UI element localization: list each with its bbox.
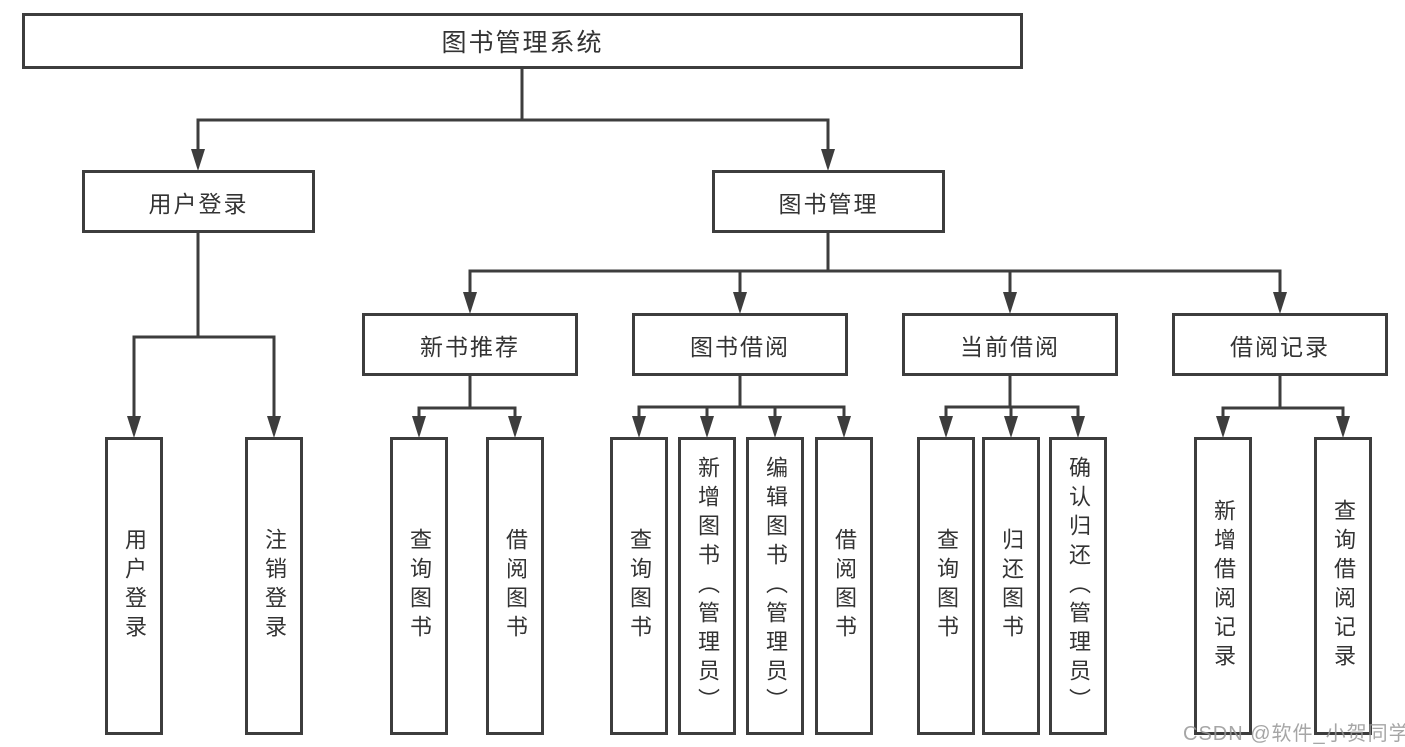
node-label: 用户登录 xyxy=(148,190,249,217)
leaf-query-borrow-record: 查询借阅记录 xyxy=(1314,437,1372,735)
node-label: 编辑图书（管理员） xyxy=(763,455,788,717)
node-label: 查询图书 xyxy=(934,528,959,644)
leaf-logout: 注销登录 xyxy=(245,437,303,735)
node-borrow-records: 借阅记录 xyxy=(1172,313,1388,376)
leaf-query-books-current: 查询图书 xyxy=(917,437,975,735)
node-label: 借阅图书 xyxy=(832,528,857,644)
leaf-return-books: 归还图书 xyxy=(982,437,1040,735)
leaf-user-login: 用户登录 xyxy=(105,437,163,735)
node-label: 图书借阅 xyxy=(690,333,790,360)
leaf-edit-books-admin: 编辑图书（管理员） xyxy=(746,437,804,735)
node-new-book-recommend: 新书推荐 xyxy=(362,313,578,376)
node-label: 确认归还（管理员） xyxy=(1066,455,1091,717)
node-label: 新增图书（管理员） xyxy=(695,455,720,717)
node-label: 查询图书 xyxy=(627,528,652,644)
leaf-borrow-books-recommend: 借阅图书 xyxy=(486,437,544,735)
node-label: 查询图书 xyxy=(407,528,432,644)
node-label: 当前借阅 xyxy=(960,333,1060,360)
node-book-borrow: 图书借阅 xyxy=(632,313,848,376)
node-label: 用户登录 xyxy=(122,528,147,644)
node-label: 借阅记录 xyxy=(1230,333,1330,360)
node-label: 借阅图书 xyxy=(503,528,528,644)
node-root-system: 图书管理系统 xyxy=(22,13,1023,69)
node-label: 新书推荐 xyxy=(420,333,520,360)
node-current-borrow: 当前借阅 xyxy=(902,313,1118,376)
node-label: 归还图书 xyxy=(999,528,1024,644)
node-label: 图书管理系统 xyxy=(441,29,604,57)
node-label: 新增借阅记录 xyxy=(1211,499,1236,673)
leaf-query-books-recommend: 查询图书 xyxy=(390,437,448,735)
node-user-login: 用户登录 xyxy=(82,170,315,233)
leaf-add-borrow-record: 新增借阅记录 xyxy=(1194,437,1252,735)
node-label: 查询借阅记录 xyxy=(1331,499,1356,673)
node-label: 图书管理 xyxy=(778,190,879,217)
csdn-watermark: CSDN @软件_小贺同学 xyxy=(1183,723,1405,745)
node-book-management: 图书管理 xyxy=(712,170,945,233)
node-label: 注销登录 xyxy=(262,528,287,644)
leaf-borrow-books: 借阅图书 xyxy=(815,437,873,735)
leaf-query-books-borrow: 查询图书 xyxy=(610,437,668,735)
leaf-add-books-admin: 新增图书（管理员） xyxy=(678,437,736,735)
leaf-confirm-return-admin: 确认归还（管理员） xyxy=(1049,437,1107,735)
